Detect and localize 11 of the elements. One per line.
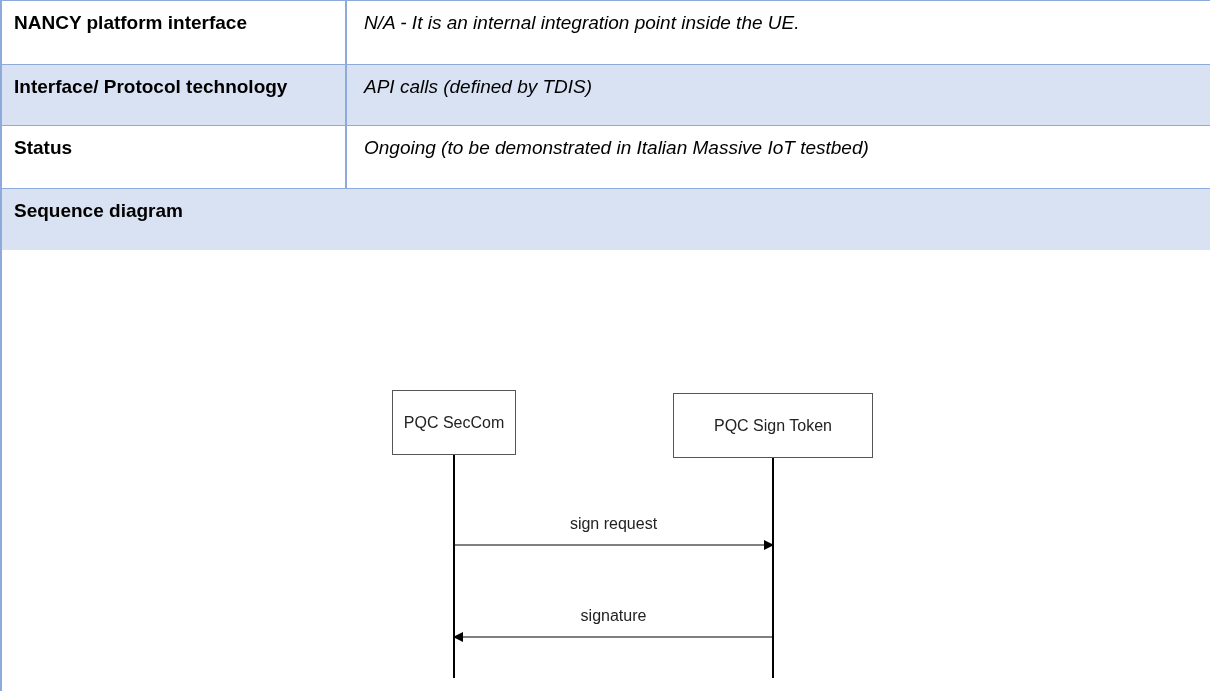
lifeline-box: PQC Sign Token — [673, 393, 873, 458]
message-arrow — [453, 540, 774, 550]
row-header: NANCY platform interface — [13, 11, 248, 35]
row-header: Sequence diagram — [13, 199, 184, 223]
row-header: Interface/ Protocol technology — [13, 75, 289, 99]
row-header: Status — [13, 136, 74, 160]
lifeline-box: PQC SecCom — [392, 390, 516, 455]
table-cell-text: API calls (defined by TDIS) — [362, 75, 594, 99]
table-cell-text: N/A - It is an internal integration point inside the UE. — [363, 11, 801, 35]
table-cell-text: Ongoing (to be demonstrated in Italian Massive IoT testbed) — [363, 136, 870, 160]
message-arrow — [453, 632, 774, 642]
